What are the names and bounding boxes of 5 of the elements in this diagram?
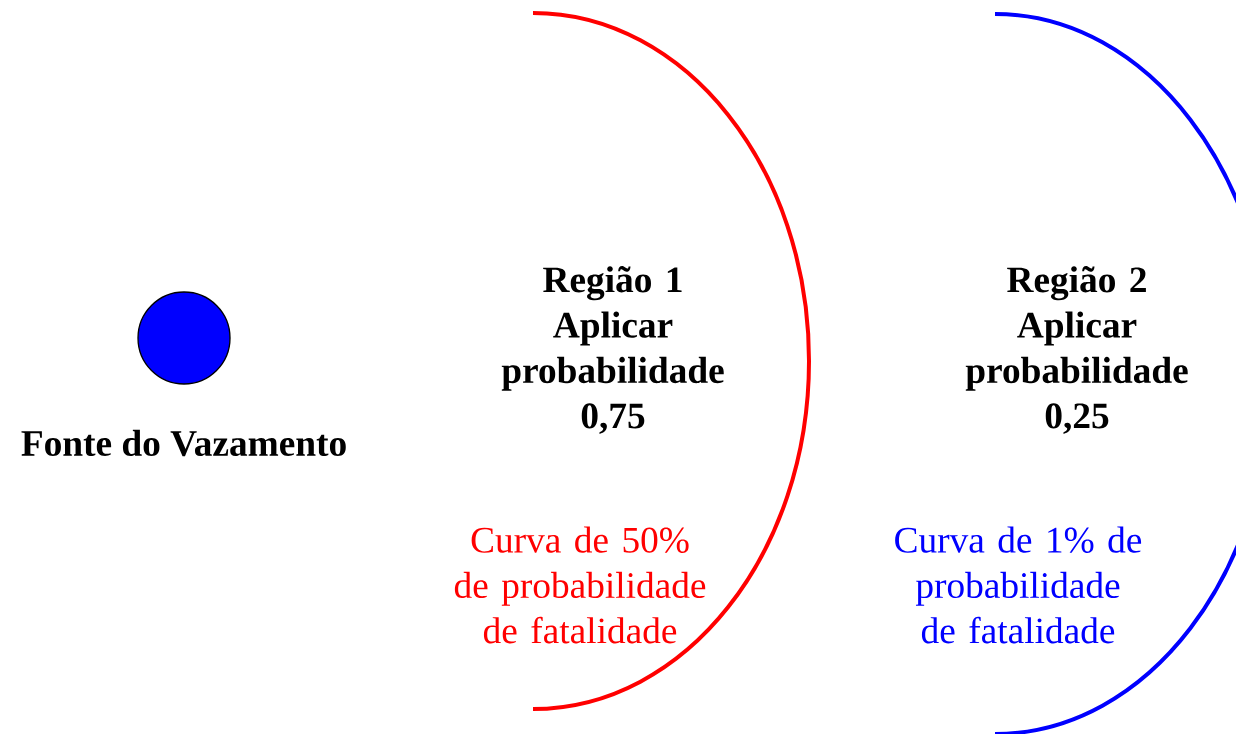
region-label: Região 2 Aplicar probabilidade 0,25	[965, 266, 1188, 434]
curve-label: Curva de 50% de probabilidade de fatalidade	[454, 526, 706, 644]
curve-label: Curva de 1% de probabilidade de fatalidade	[895, 526, 1142, 644]
source-caption: Fonte do Vazamento	[21, 429, 346, 457]
region-label: Região 1 Aplicar probabilidade 0,75	[501, 266, 724, 434]
